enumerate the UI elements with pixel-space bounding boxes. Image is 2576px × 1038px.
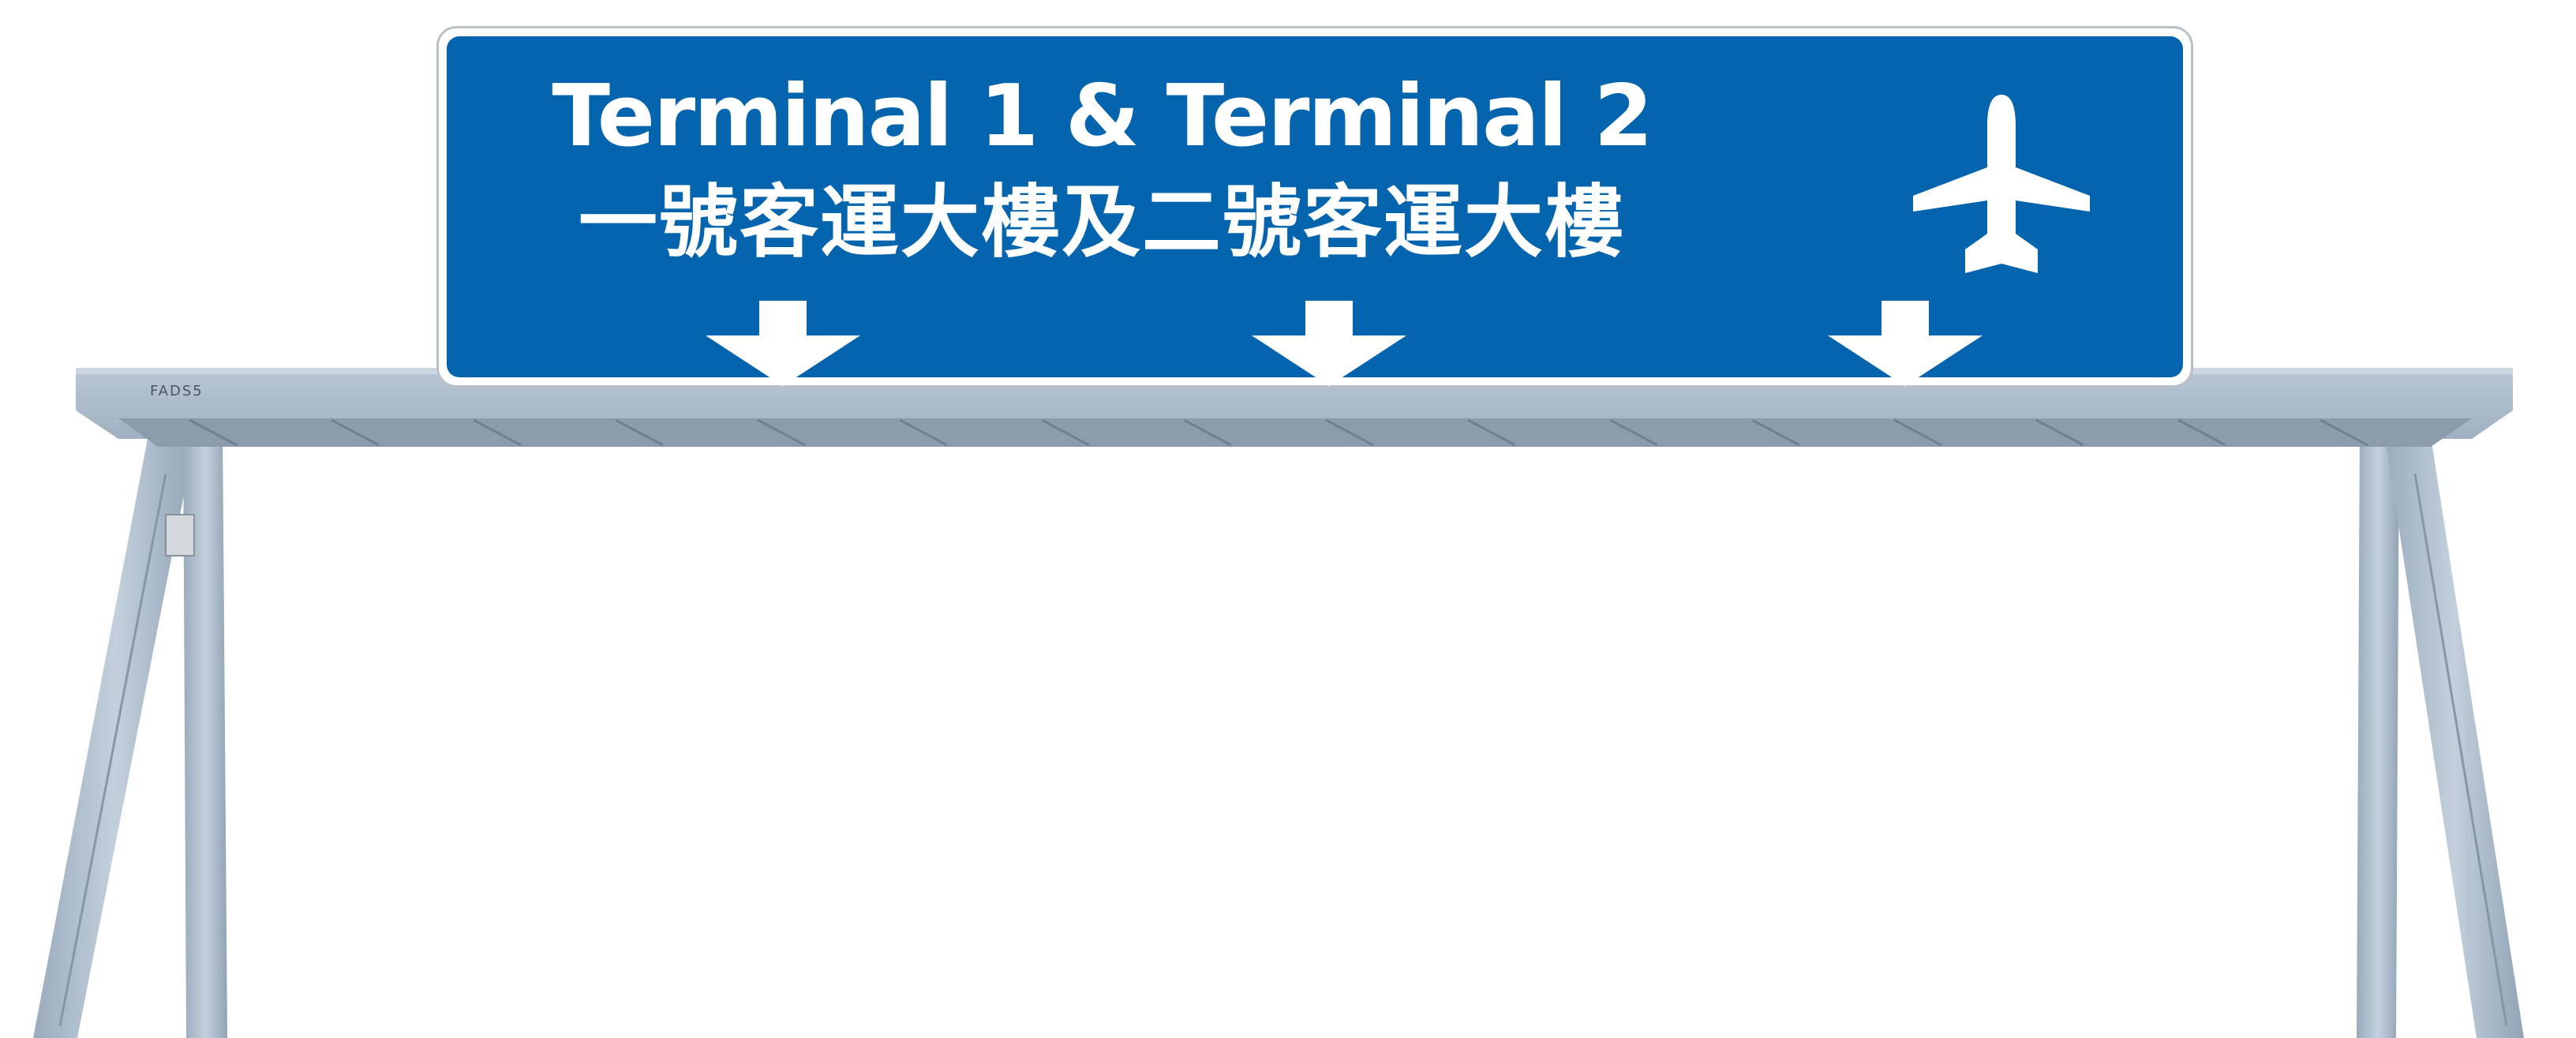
sign-chinese-line: 一號客運大樓及二號客運大樓 <box>578 176 1625 268</box>
arrow-down-icon <box>1252 301 1406 386</box>
direction-sign: Terminal 1 & Terminal 2 一號客運大樓及二號客運大樓 <box>439 28 2191 386</box>
left-leg <box>33 426 227 1038</box>
arrow-down-icon <box>1828 301 1983 386</box>
gantry-stamp: FADS5 <box>150 383 204 399</box>
airplane-icon <box>1913 95 2090 273</box>
junction-box <box>165 514 195 556</box>
sign-face: Terminal 1 & Terminal 2 一號客運大樓及二號客運大樓 <box>447 36 2183 386</box>
sign-english-line: Terminal 1 & Terminal 2 <box>552 67 1653 166</box>
right-leg <box>2357 426 2524 1038</box>
arrow-down-icon <box>706 301 860 386</box>
